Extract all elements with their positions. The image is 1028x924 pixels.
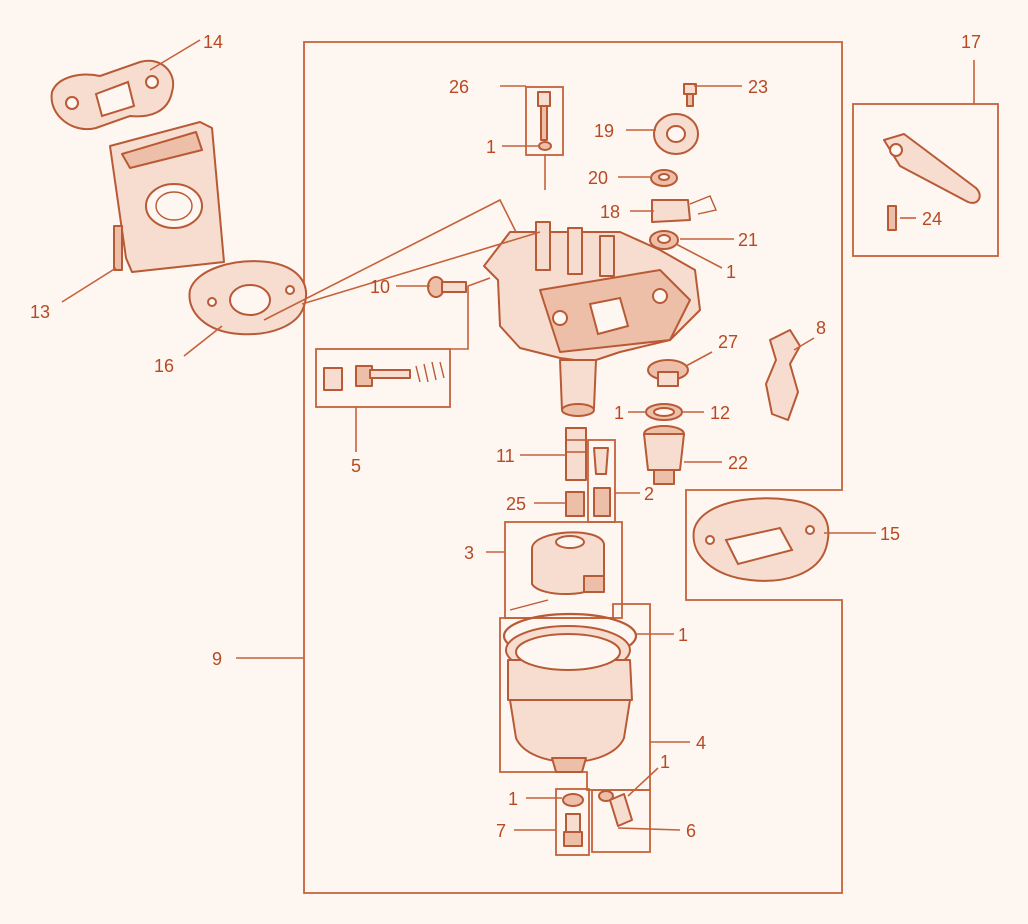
part-12-o-ring	[645, 403, 683, 421]
callout-9: 9	[212, 649, 222, 669]
callout-8: 8	[816, 318, 826, 338]
callout-19: 19	[594, 121, 614, 141]
part-19-lever	[653, 113, 699, 155]
callout-10: 10	[370, 277, 390, 297]
callout-17: 17	[961, 32, 981, 52]
part-20-washer	[650, 169, 678, 187]
leader-lines	[61, 39, 975, 831]
callout-27: 27	[718, 332, 738, 352]
callout-1-12: 1	[614, 403, 624, 423]
group-box-5	[315, 348, 451, 408]
part-6-drain-screw	[598, 790, 633, 827]
part-18-spring	[651, 195, 717, 223]
callout-15: 15	[880, 524, 900, 544]
callout-3: 3	[464, 543, 474, 563]
callout-5: 5	[351, 456, 361, 476]
callout-13: 13	[30, 302, 50, 322]
callout-7: 7	[496, 821, 506, 841]
part-25-jet	[565, 491, 585, 517]
callout-1-6: 1	[660, 752, 670, 772]
part-3-float	[509, 531, 605, 611]
part-11-emulsion-tube	[565, 427, 587, 481]
part-23-screw	[683, 83, 697, 107]
part-22-bolt	[643, 425, 685, 485]
callout-24: 24	[922, 209, 942, 229]
callout-labels: 14 13 16 26 1 23 19 20 18 21 1 17 24 10 …	[30, 32, 981, 841]
part-4-float-bowl	[505, 625, 633, 773]
callout-1-top: 1	[486, 137, 496, 157]
callout-2: 2	[644, 484, 654, 504]
part-27-valve	[647, 359, 689, 387]
callout-21: 21	[738, 230, 758, 250]
part-2-needle-valve	[593, 447, 611, 517]
callout-11: 11	[496, 446, 515, 466]
part-17-throttle-lever	[883, 133, 981, 231]
callout-14: 14	[203, 32, 223, 52]
part-13-insulator	[109, 121, 225, 273]
part-26-screw	[537, 91, 552, 151]
callout-20: 20	[588, 168, 608, 188]
part-8-float-arm	[765, 329, 801, 421]
callout-25: 25	[506, 494, 526, 514]
part-14-gasket	[50, 59, 175, 131]
callout-12: 12	[710, 403, 730, 423]
group-box-9	[303, 41, 843, 894]
part-7-drain-bolt	[562, 793, 584, 847]
part-10-screw	[427, 276, 467, 298]
callout-1-7: 1	[508, 789, 518, 809]
callout-18: 18	[600, 202, 620, 222]
callout-22: 22	[728, 453, 748, 473]
group-box-7	[555, 788, 590, 856]
part-5-adjuster-assembly	[323, 361, 445, 391]
callout-23: 23	[748, 77, 768, 97]
callout-26: 26	[449, 77, 469, 97]
group-box-17	[852, 103, 999, 257]
part-15-gasket	[692, 497, 830, 582]
callout-4: 4	[696, 733, 706, 753]
group-box-6	[591, 789, 651, 853]
part-carburetor-body	[483, 221, 701, 417]
callout-1-bowl: 1	[678, 625, 688, 645]
callout-16: 16	[154, 356, 174, 376]
part-16-gasket	[188, 260, 307, 336]
part-21-seal	[649, 230, 679, 250]
callout-1-21: 1	[726, 262, 736, 282]
callout-6: 6	[686, 821, 696, 841]
